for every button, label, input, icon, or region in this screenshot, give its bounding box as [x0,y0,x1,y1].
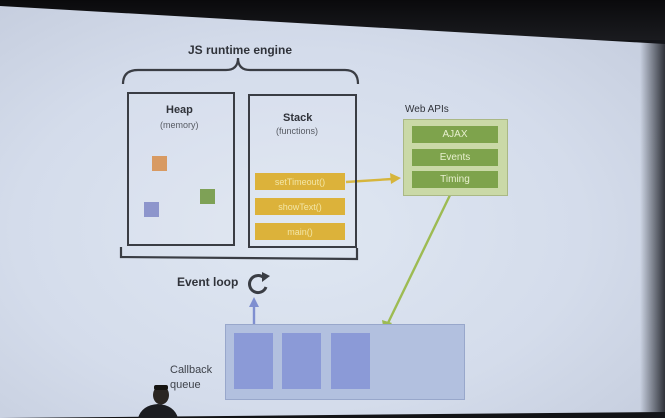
stack-to-webapi-arrowhead [390,173,401,184]
event-loop-label: Event loop [177,275,239,289]
stack-box [248,94,357,248]
heap-object-green [200,189,215,204]
webapi-item: Timing [412,171,498,188]
heap-title: Heap [166,104,193,116]
queue-to-loop-arrowhead [249,297,259,307]
presenter-silhouette [138,385,178,418]
runtime-bottom-bracket [119,247,359,261]
stack-frame: showText() [255,198,345,215]
heap-box [127,92,235,246]
webapi-item: AJAX [412,126,498,143]
heap-object-blue [144,202,159,217]
stack-to-webapi-arrow [345,177,393,184]
screen-shadow [640,40,665,418]
webapi-item: Events [412,149,498,166]
queue-slot [331,333,370,389]
webapi-to-queue-arrow [386,190,454,324]
runtime-brace [121,57,360,85]
refresh-icon [248,272,270,295]
callback-queue-label: Callback queue [170,364,213,391]
stack-frame: setTimeout() [255,173,345,190]
stack-frame: main() [255,223,345,240]
webapi-title: Web APIs [405,104,449,115]
stack-title: Stack [283,112,313,124]
queue-slot [234,333,273,389]
runtime-title: JS runtime engine [188,43,293,57]
queue-slot [282,333,321,389]
heap-subtitle: (memory) [160,120,199,130]
heap-object-orange [152,156,167,171]
stack-subtitle: (functions) [276,126,319,136]
